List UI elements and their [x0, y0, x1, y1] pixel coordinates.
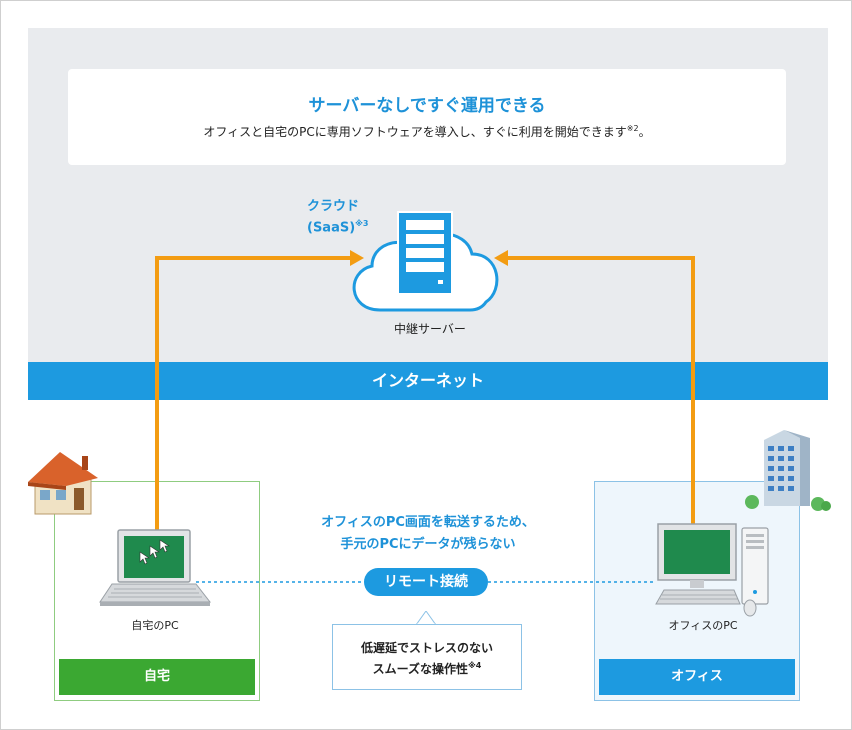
server-icon [397, 211, 453, 295]
home-arrow-line [155, 256, 352, 533]
headline-subtitle: オフィスと自宅のPCに専用ソフトウェアを導入し、すぐに利用を開始できます※2。 [68, 123, 786, 140]
laptop-icon [99, 529, 212, 606]
home-pc-label: 自宅のPC [131, 619, 179, 632]
office-arrow-head [494, 250, 508, 266]
latency-callout: 低遅延でストレスのない スムーズな操作性※4 [332, 624, 522, 690]
cloud-label-line2: (SaaS) [307, 220, 356, 236]
home-arrow-head [350, 250, 364, 266]
headline-box: サーバーなしですぐ運用できる オフィスと自宅のPCに専用ソフトウェアを導入し、す… [68, 69, 786, 165]
headline-subtitle-text: オフィスと自宅のPCに専用ソフトウェアを導入し、すぐに利用を開始できます [203, 125, 627, 139]
remote-connection-badge: リモート接続 [364, 568, 488, 596]
connection-arrows [155, 250, 695, 533]
office-arrow-line [506, 256, 695, 525]
transfer-line1: オフィスのPC画面を転送するため、 [321, 515, 535, 530]
desktop-pc-icon [655, 523, 769, 605]
cloud-label-line2-row: (SaaS)※3 [307, 215, 369, 236]
transfer-note: オフィスのPC画面を転送するため、 手元のPCにデータが残らない [280, 512, 576, 556]
cloud-label-note: ※3 [355, 219, 369, 228]
house-icon [28, 452, 98, 515]
callout-pointer [416, 611, 436, 625]
transfer-line2: 手元のPCにデータが残らない [340, 537, 516, 552]
mouse-icon [743, 599, 757, 617]
cloud-label-line1: クラウド [307, 199, 360, 214]
home-bar: 自宅 [59, 659, 255, 695]
office-bar: オフィス [599, 659, 795, 695]
headline-subtitle-end: 。 [638, 125, 651, 139]
cloud-label: クラウド (SaaS)※3 [307, 198, 369, 236]
callout-line2-row: スムーズな操作性※4 [333, 660, 521, 677]
cursor-icon [139, 539, 170, 565]
relay-server-label: 中継サーバー [394, 322, 466, 336]
callout-note: ※4 [468, 661, 482, 670]
callout-line2: スムーズな操作性 [372, 662, 469, 676]
office-pc-label: オフィスのPC [668, 619, 738, 632]
headline-subtitle-note: ※2 [626, 124, 639, 133]
building-icon [745, 430, 831, 511]
headline-title: サーバーなしですぐ運用できる [308, 96, 546, 116]
callout-line1: 低遅延でストレスのない [360, 641, 493, 655]
